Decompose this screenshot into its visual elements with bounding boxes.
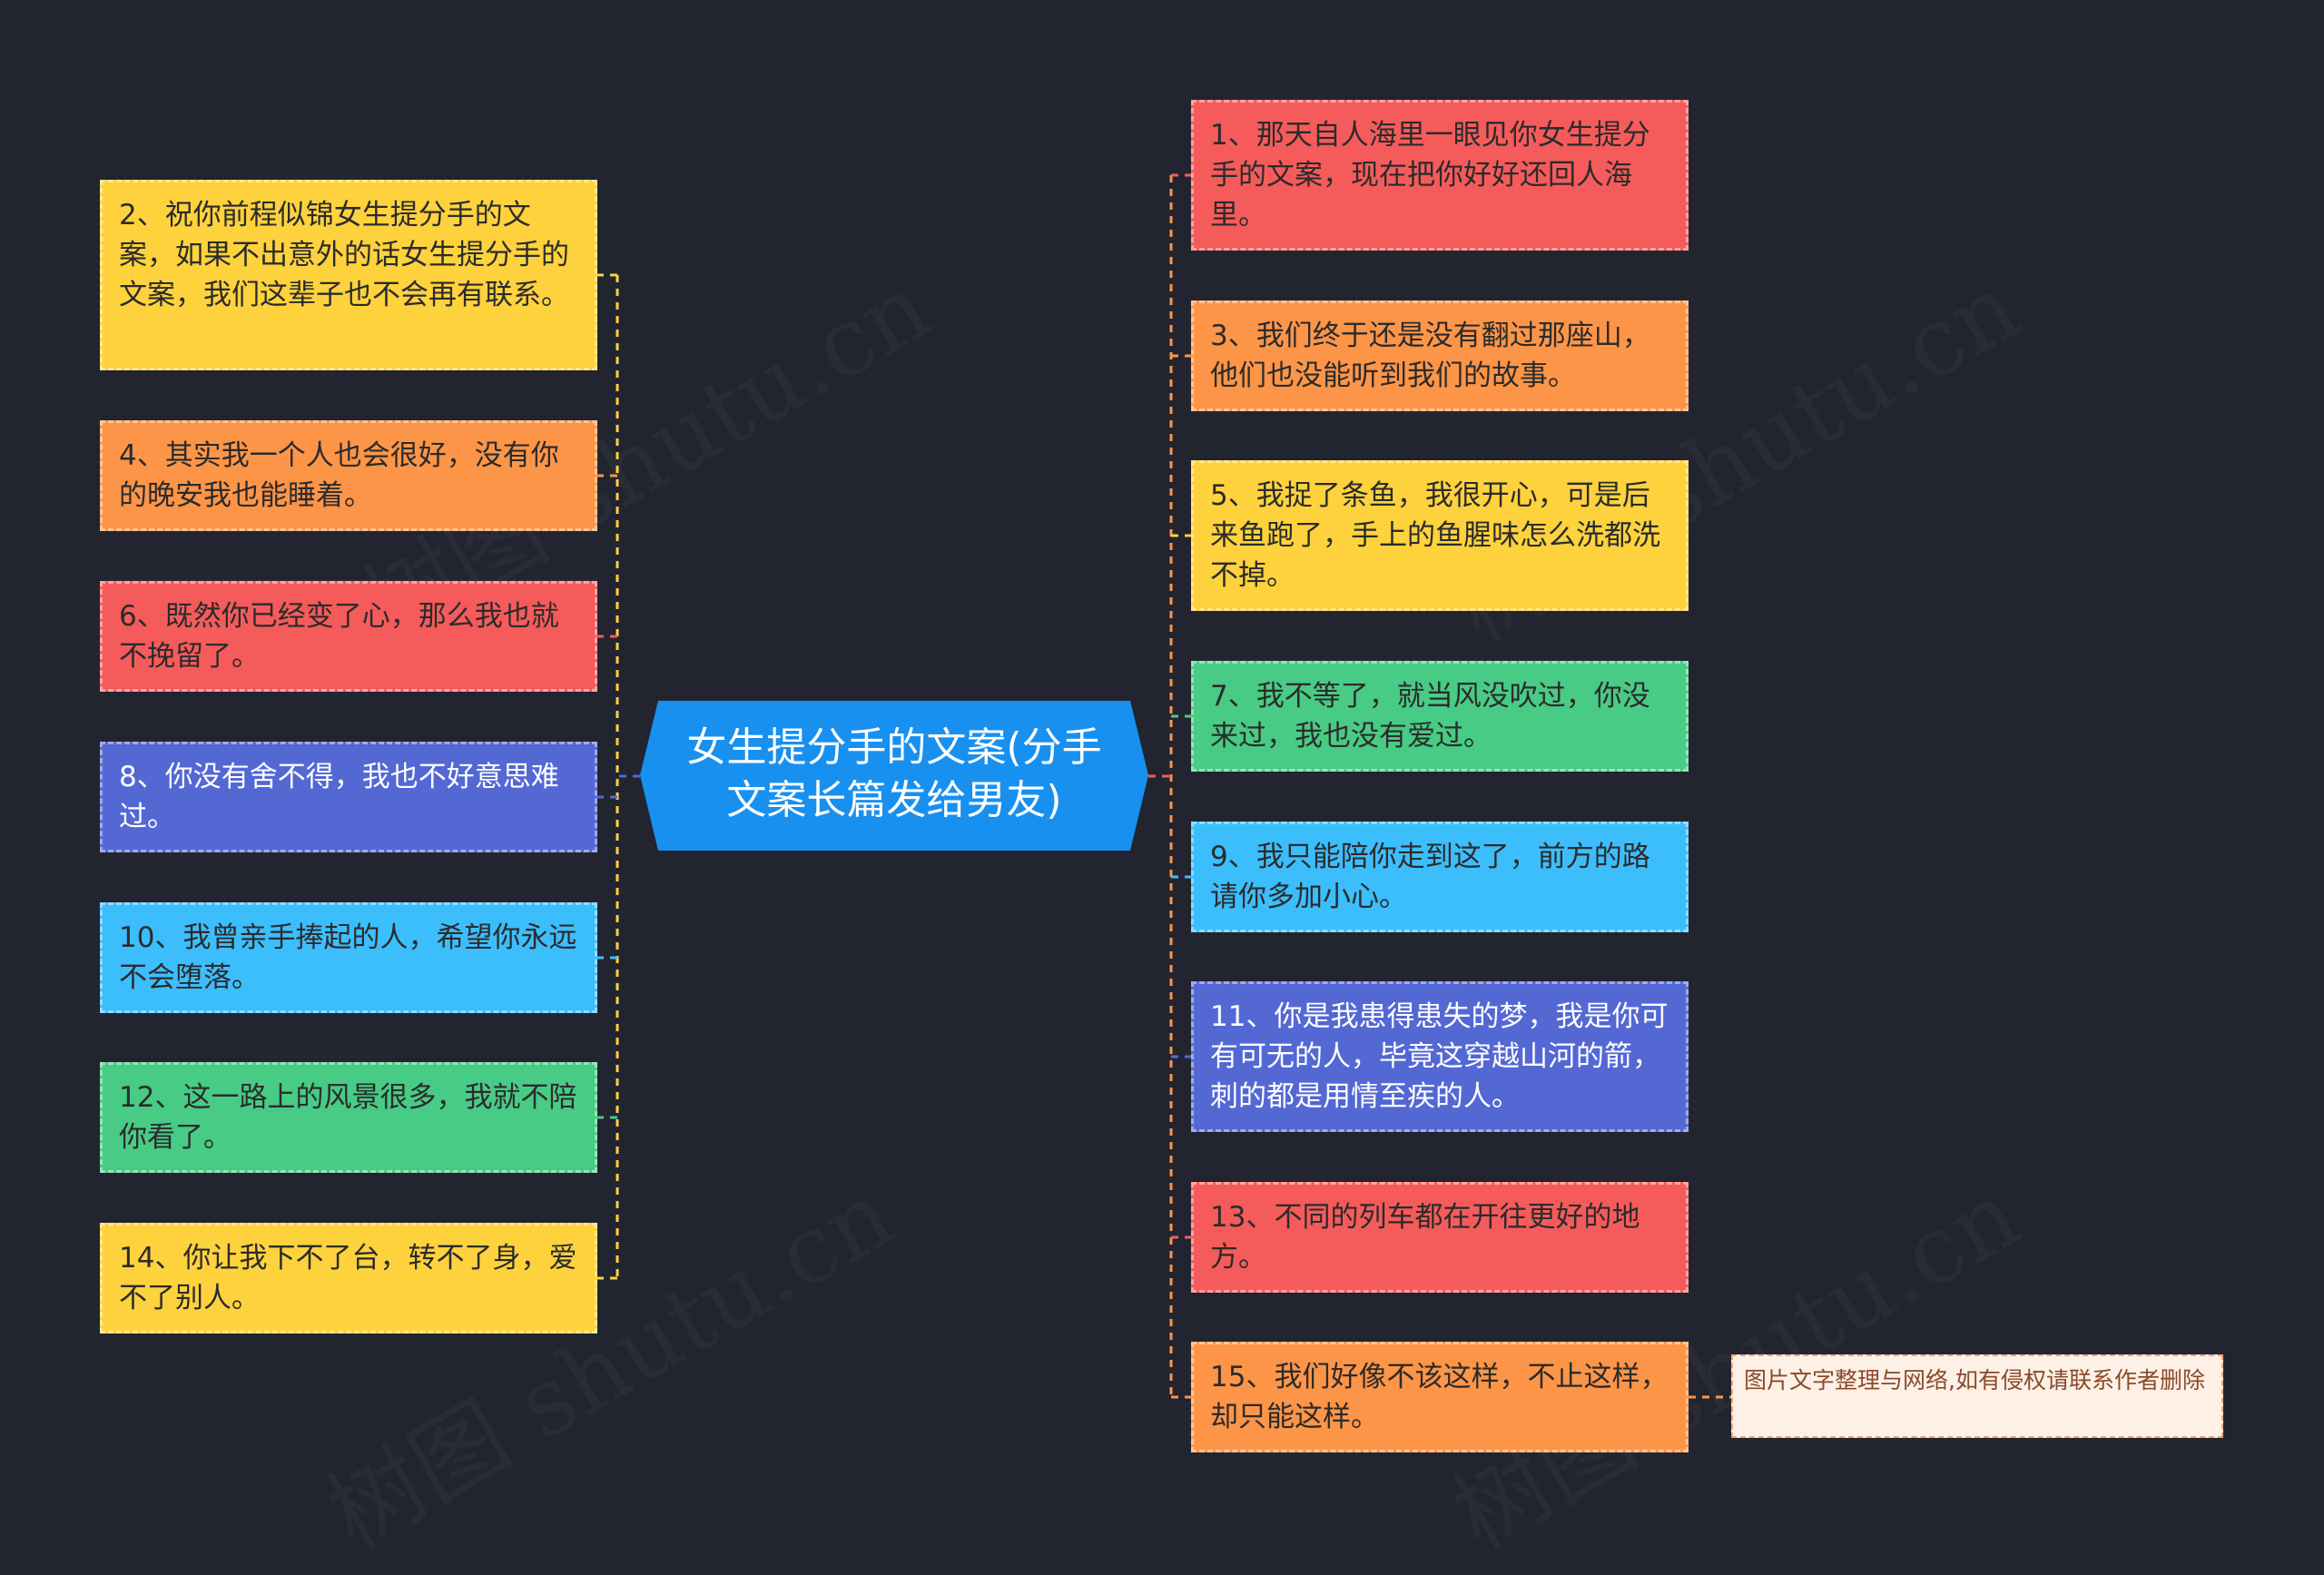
left-node-2-text: 2、祝你前程似锦女生提分手的文案，如果不出意外的话女生提分手的文案，我们这辈子也… bbox=[119, 199, 569, 311]
central-topic-label: 女生提分手的文案(分手文案长篇发给男友) bbox=[686, 724, 1102, 823]
right-node-11-text: 11、你是我患得患失的梦，我是你可有可无的人，毕竟这穿越山河的箭，刺的都是用情至… bbox=[1210, 1000, 1669, 1113]
left-node-14-text: 14、你让我下不了台，转不了身，爱不了别人。 bbox=[119, 1242, 577, 1314]
right-node-15-text: 15、我们好像不该这样，不止这样，却只能这样。 bbox=[1210, 1361, 1669, 1433]
copyright-note[interactable]: 图片文字整理与网络,如有侵权请联系作者删除 bbox=[1731, 1354, 2223, 1438]
left-node-4[interactable]: 4、其实我一个人也会很好，没有你的晚安我也能睡着。 bbox=[100, 420, 597, 531]
right-node-9-text: 9、我只能陪你走到这了，前方的路请你多加小心。 bbox=[1210, 841, 1650, 913]
right-node-13[interactable]: 13、不同的列车都在开往更好的地方。 bbox=[1191, 1182, 1689, 1293]
right-node-3-text: 3、我们终于还是没有翻过那座山，他们也没能听到我们的故事。 bbox=[1210, 320, 1650, 392]
left-node-12-text: 12、这一路上的风景很多，我就不陪你看了。 bbox=[119, 1081, 577, 1154]
left-node-6[interactable]: 6、既然你已经变了心，那么我也就不挽留了。 bbox=[100, 581, 597, 692]
right-node-7[interactable]: 7、我不等了，就当风没吹过，你没来过，我也没有爱过。 bbox=[1191, 661, 1689, 772]
right-node-5-text: 5、我捉了条鱼，我很开心，可是后来鱼跑了，手上的鱼腥味怎么洗都洗不掉。 bbox=[1210, 479, 1660, 592]
right-node-13-text: 13、不同的列车都在开往更好的地方。 bbox=[1210, 1201, 1640, 1274]
right-node-3[interactable]: 3、我们终于还是没有翻过那座山，他们也没能听到我们的故事。 bbox=[1191, 300, 1689, 411]
right-node-1-text: 1、那天自人海里一眼见你女生提分手的文案，现在把你好好还回人海里。 bbox=[1210, 119, 1650, 231]
left-node-10-text: 10、我曾亲手捧起的人，希望你永远不会堕落。 bbox=[119, 921, 577, 994]
left-node-10[interactable]: 10、我曾亲手捧起的人，希望你永远不会堕落。 bbox=[100, 902, 597, 1013]
copyright-note-text: 图片文字整理与网络,如有侵权请联系作者删除 bbox=[1744, 1367, 2205, 1393]
left-node-14[interactable]: 14、你让我下不了台，转不了身，爱不了别人。 bbox=[100, 1223, 597, 1334]
central-topic[interactable]: 女生提分手的文案(分手文案长篇发给男友) bbox=[640, 701, 1148, 851]
left-node-12[interactable]: 12、这一路上的风景很多，我就不陪你看了。 bbox=[100, 1062, 597, 1173]
left-node-8-text: 8、你没有舍不得，我也不好意思难过。 bbox=[119, 761, 559, 833]
left-node-2[interactable]: 2、祝你前程似锦女生提分手的文案，如果不出意外的话女生提分手的文案，我们这辈子也… bbox=[100, 180, 597, 370]
right-node-9[interactable]: 9、我只能陪你走到这了，前方的路请你多加小心。 bbox=[1191, 822, 1689, 932]
right-node-7-text: 7、我不等了，就当风没吹过，你没来过，我也没有爱过。 bbox=[1210, 680, 1650, 753]
left-node-4-text: 4、其实我一个人也会很好，没有你的晚安我也能睡着。 bbox=[119, 439, 559, 512]
right-node-5[interactable]: 5、我捉了条鱼，我很开心，可是后来鱼跑了，手上的鱼腥味怎么洗都洗不掉。 bbox=[1191, 460, 1689, 611]
left-node-8[interactable]: 8、你没有舍不得，我也不好意思难过。 bbox=[100, 742, 597, 852]
right-node-15[interactable]: 15、我们好像不该这样，不止这样，却只能这样。 bbox=[1191, 1342, 1689, 1452]
right-node-11[interactable]: 11、你是我患得患失的梦，我是你可有可无的人，毕竟这穿越山河的箭，刺的都是用情至… bbox=[1191, 981, 1689, 1132]
right-node-1[interactable]: 1、那天自人海里一眼见你女生提分手的文案，现在把你好好还回人海里。 bbox=[1191, 100, 1689, 251]
left-node-6-text: 6、既然你已经变了心，那么我也就不挽留了。 bbox=[119, 600, 559, 673]
